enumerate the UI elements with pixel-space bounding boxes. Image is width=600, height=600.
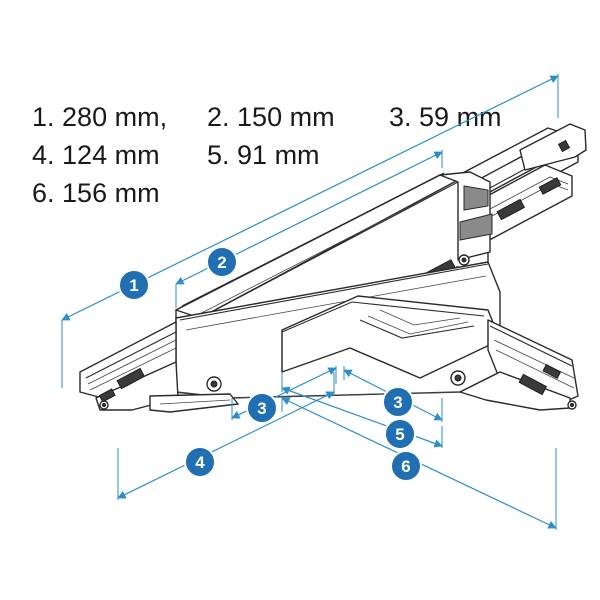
badge-6-label: 6 — [401, 457, 410, 476]
badge-3a-label: 3 — [257, 399, 266, 418]
badge-4-label: 4 — [195, 453, 205, 472]
badge-6: 6 — [390, 450, 422, 482]
badge-2-label: 2 — [217, 253, 226, 272]
badge-4: 4 — [184, 446, 216, 478]
badge-5-label: 5 — [395, 425, 404, 444]
badge-3b-label: 3 — [393, 393, 402, 412]
badge-3a: 3 — [246, 392, 278, 424]
badge-2: 2 — [206, 246, 238, 278]
badge-3b: 3 — [382, 386, 414, 418]
badge-5: 5 — [384, 418, 416, 450]
screw-left — [206, 376, 222, 392]
badge-1-label: 1 — [129, 276, 138, 295]
screw-right — [450, 370, 466, 386]
badge-1: 1 — [118, 269, 150, 301]
